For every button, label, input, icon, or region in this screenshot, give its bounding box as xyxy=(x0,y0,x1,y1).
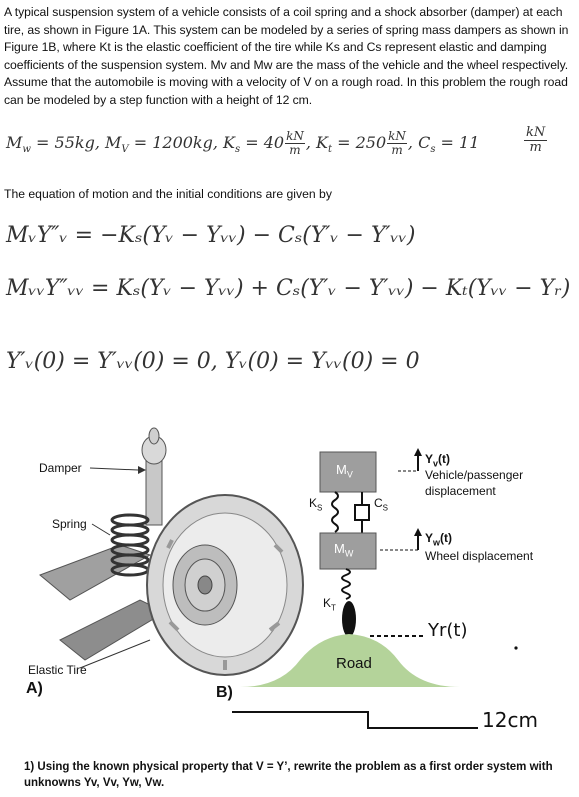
equation-wheel: MᵥᵥY″ᵥᵥ = Kₛ(Yᵥ − Yᵥᵥ) + Cₛ(Y′ᵥ − Y′ᵥᵥ) … xyxy=(6,276,571,301)
panel-b-label: B) xyxy=(216,684,233,701)
cs-label: CS xyxy=(374,496,389,513)
mw-label: MW xyxy=(334,541,354,559)
mv-label: MV xyxy=(336,462,353,480)
equation-intro: The equation of motion and the initial c… xyxy=(4,187,332,201)
ks-label: KS xyxy=(309,496,323,513)
yv-description-1: Vehicle/passenger xyxy=(425,468,524,482)
step-height-label: 12cm xyxy=(482,708,538,732)
equation-vehicle: MᵥY″ᵥ = −Kₛ(Yᵥ − Yᵥᵥ) − Cₛ(Y′ᵥ − Y′ᵥᵥ) xyxy=(6,223,416,248)
yv-description-2: displacement xyxy=(425,484,496,498)
kt-label: KT xyxy=(323,596,336,613)
damper-label: Damper xyxy=(39,461,82,475)
mass-spring-model xyxy=(232,448,518,729)
road-label: Road xyxy=(336,655,372,672)
question-1: 1) Using the known physical property tha… xyxy=(24,761,553,789)
spring-label: Spring xyxy=(52,517,87,531)
yw-description: Wheel displacement xyxy=(425,549,534,563)
panel-a-label: A) xyxy=(26,680,43,697)
yw-label: Yw(t) xyxy=(425,531,453,548)
suspension-illustration xyxy=(39,427,304,676)
yv-label: Yv(t) xyxy=(425,452,451,469)
cs-unit: kN m xyxy=(524,125,548,155)
yr-label: Yr(t) xyxy=(428,620,468,641)
elastic-tire-label: Elastic Tire xyxy=(28,663,87,677)
intro-paragraph: A typical suspension system of a vehicle… xyxy=(4,5,569,107)
initial-conditions: Y′ᵥ(0) = Y′ᵥᵥ(0) = 0, Yᵥ(0) = Yᵥᵥ(0) = 0 xyxy=(6,349,420,374)
